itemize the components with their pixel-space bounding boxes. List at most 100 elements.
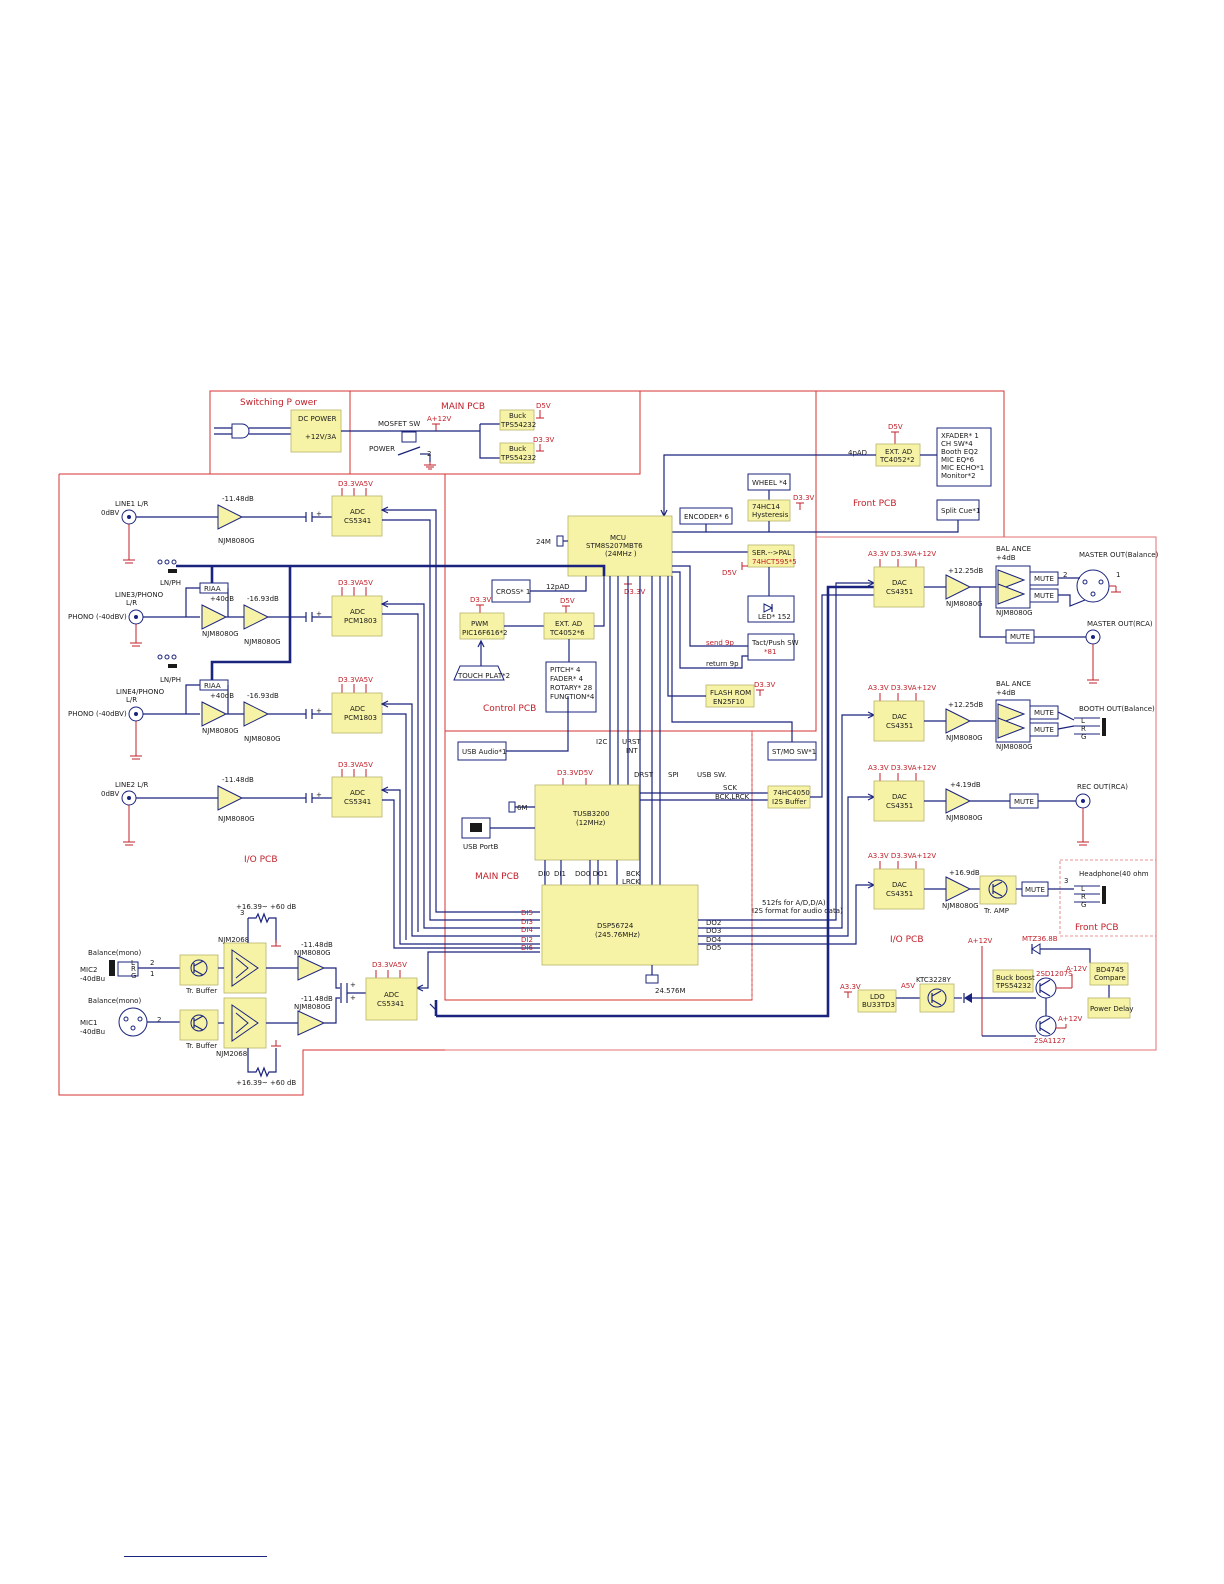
svg-text:A+12V: A+12V [427,415,452,423]
svg-text:NJM8080G: NJM8080G [202,727,239,735]
svg-text:NJM8080G: NJM8080G [996,743,1033,751]
gain-pot-2-icon [247,1048,277,1078]
svg-text:PHONO (-40dBV): PHONO (-40dBV) [68,710,127,718]
svg-text:CS4351: CS4351 [886,802,913,810]
crystal-24m-icon [556,535,568,547]
svg-text:D3.3VA5V: D3.3VA5V [338,761,373,769]
svg-text:+12.25dB: +12.25dB [948,567,983,575]
svg-text:BCK,LRCK: BCK,LRCK [715,793,750,801]
svg-text:CS5341: CS5341 [377,1000,404,1008]
dsp56724-block [541,884,699,966]
svg-text:RIAA: RIAA [204,682,221,690]
svg-text:TPS54232: TPS54232 [500,454,536,462]
svg-text:D5V: D5V [888,423,903,431]
svg-text:NJM8080G: NJM8080G [218,537,255,545]
label-io-pcb-left: I/O PCB [244,855,278,865]
svg-text:USB PortB: USB PortB [463,843,498,851]
touch-plate-icon [453,665,505,681]
svg-text:DO0 DO1: DO0 DO1 [575,870,608,878]
booth-jack-icon [1074,717,1106,736]
svg-text:BOOTH OUT(Balance): BOOTH OUT(Balance) [1079,705,1155,713]
phono1-amp-icon [201,604,228,630]
svg-text:MUTE: MUTE [1010,633,1030,641]
svg-text:(24MHz ): (24MHz ) [605,550,637,558]
svg-text:2SD1207S: 2SD1207S [1036,970,1073,978]
svg-text:MUTE: MUTE [1014,798,1034,806]
svg-text:EXT. AD: EXT. AD [555,620,582,628]
master-rca-jack-icon [1085,629,1101,645]
svg-text:NJM8080G: NJM8080G [946,734,983,742]
svg-text:RIAA: RIAA [204,585,221,593]
label-io-pcb-right: I/O PCB [890,935,924,945]
adc2-block [331,595,383,637]
svg-text:D5V: D5V [560,597,575,605]
svg-text:Booth EQ2: Booth EQ2 [941,448,978,456]
svg-text:0dBV: 0dBV [101,509,119,517]
svg-text:NJM8080G: NJM8080G [244,638,281,646]
svg-text:-16.93dB: -16.93dB [247,595,279,603]
svg-text:DI2: DI2 [521,936,533,944]
svg-text:G: G [1081,901,1086,909]
svg-text:A3.3V: A3.3V [840,983,861,991]
svg-text:+: + [316,510,322,518]
svg-text:+4dB: +4dB [996,554,1016,562]
svg-text:Compare: Compare [1094,974,1126,982]
svg-text:D3.3VA5V: D3.3VA5V [338,579,373,587]
svg-text:STM8S207MBT6: STM8S207MBT6 [586,542,643,550]
svg-text:EN25F10: EN25F10 [713,698,745,706]
svg-text:USB SW.: USB SW. [697,771,726,779]
svg-text:R: R [131,965,136,973]
svg-text:-11.48dB: -11.48dB [222,495,254,503]
svg-text:R: R [1081,725,1086,733]
svg-text:L: L [1081,885,1085,893]
adc1-block [331,495,383,537]
svg-text:I2C: I2C [596,738,608,746]
svg-text:3: 3 [1064,877,1068,885]
svg-text:+16.39~ +60 dB: +16.39~ +60 dB [236,1079,296,1087]
svg-text:CROSS* 1: CROSS* 1 [496,588,530,596]
svg-text:NJM8080G: NJM8080G [294,1003,331,1011]
svg-text:WHEEL *4: WHEEL *4 [752,479,788,487]
svg-text:Buck: Buck [509,412,527,420]
ground-icon [424,462,436,470]
line1-cap-icon: + [305,510,322,522]
io-pcb-right-board [445,536,1157,1051]
svg-text:512fs for A/D,D/A): 512fs for A/D,D/A) [762,899,826,907]
svg-text:4pAD: 4pAD [848,449,867,457]
svg-text:Tr. Buffer: Tr. Buffer [185,987,217,995]
svg-text:DAC: DAC [892,793,907,801]
svg-text:DAC: DAC [892,579,907,587]
svg-text:CS4351: CS4351 [886,588,913,596]
svg-text:-11.48dB: -11.48dB [301,941,333,949]
svg-text:D3.3V: D3.3V [533,436,555,444]
line3-cap-icon: + [305,610,322,622]
svg-text:LINE3/PHONO: LINE3/PHONO [115,591,164,599]
svg-text:PITCH* 4: PITCH* 4 [550,666,581,674]
svg-text:MUTE: MUTE [1034,726,1054,734]
svg-text:ADC: ADC [350,608,365,616]
svg-text:-16.93dB: -16.93dB [247,692,279,700]
mosfet-switch-icon [400,430,430,443]
svg-text:D3.3V: D3.3V [624,588,646,596]
master-balance-driver-icon [995,565,1031,609]
svg-text:1: 1 [150,970,154,978]
pitch-fader-block [545,661,597,713]
svg-text:D3.3VA5V: D3.3VA5V [338,480,373,488]
svg-text:*81: *81 [764,648,776,656]
svg-text:MUTE: MUTE [1034,709,1054,717]
svg-text:L/R: L/R [126,599,137,607]
crystal-dsp-icon [645,965,659,984]
line3-rca-jack-icon [128,609,144,625]
svg-text:G: G [1081,733,1086,741]
adc5-block [365,977,418,1021]
svg-text:ST/MO SW*1: ST/MO SW*1 [772,748,816,756]
ldo-block [857,989,897,1013]
svg-text:ENCODER* 6: ENCODER* 6 [684,513,729,521]
svg-text:+: + [316,707,322,715]
svg-text:DI5: DI5 [521,909,533,917]
buck-block-1 [499,409,535,431]
io-pcb-left-board [59,473,753,1001]
svg-text:TC4052*2: TC4052*2 [879,456,915,464]
svg-text:G: G [131,972,136,980]
front-pcb-right-board [1059,859,1157,937]
